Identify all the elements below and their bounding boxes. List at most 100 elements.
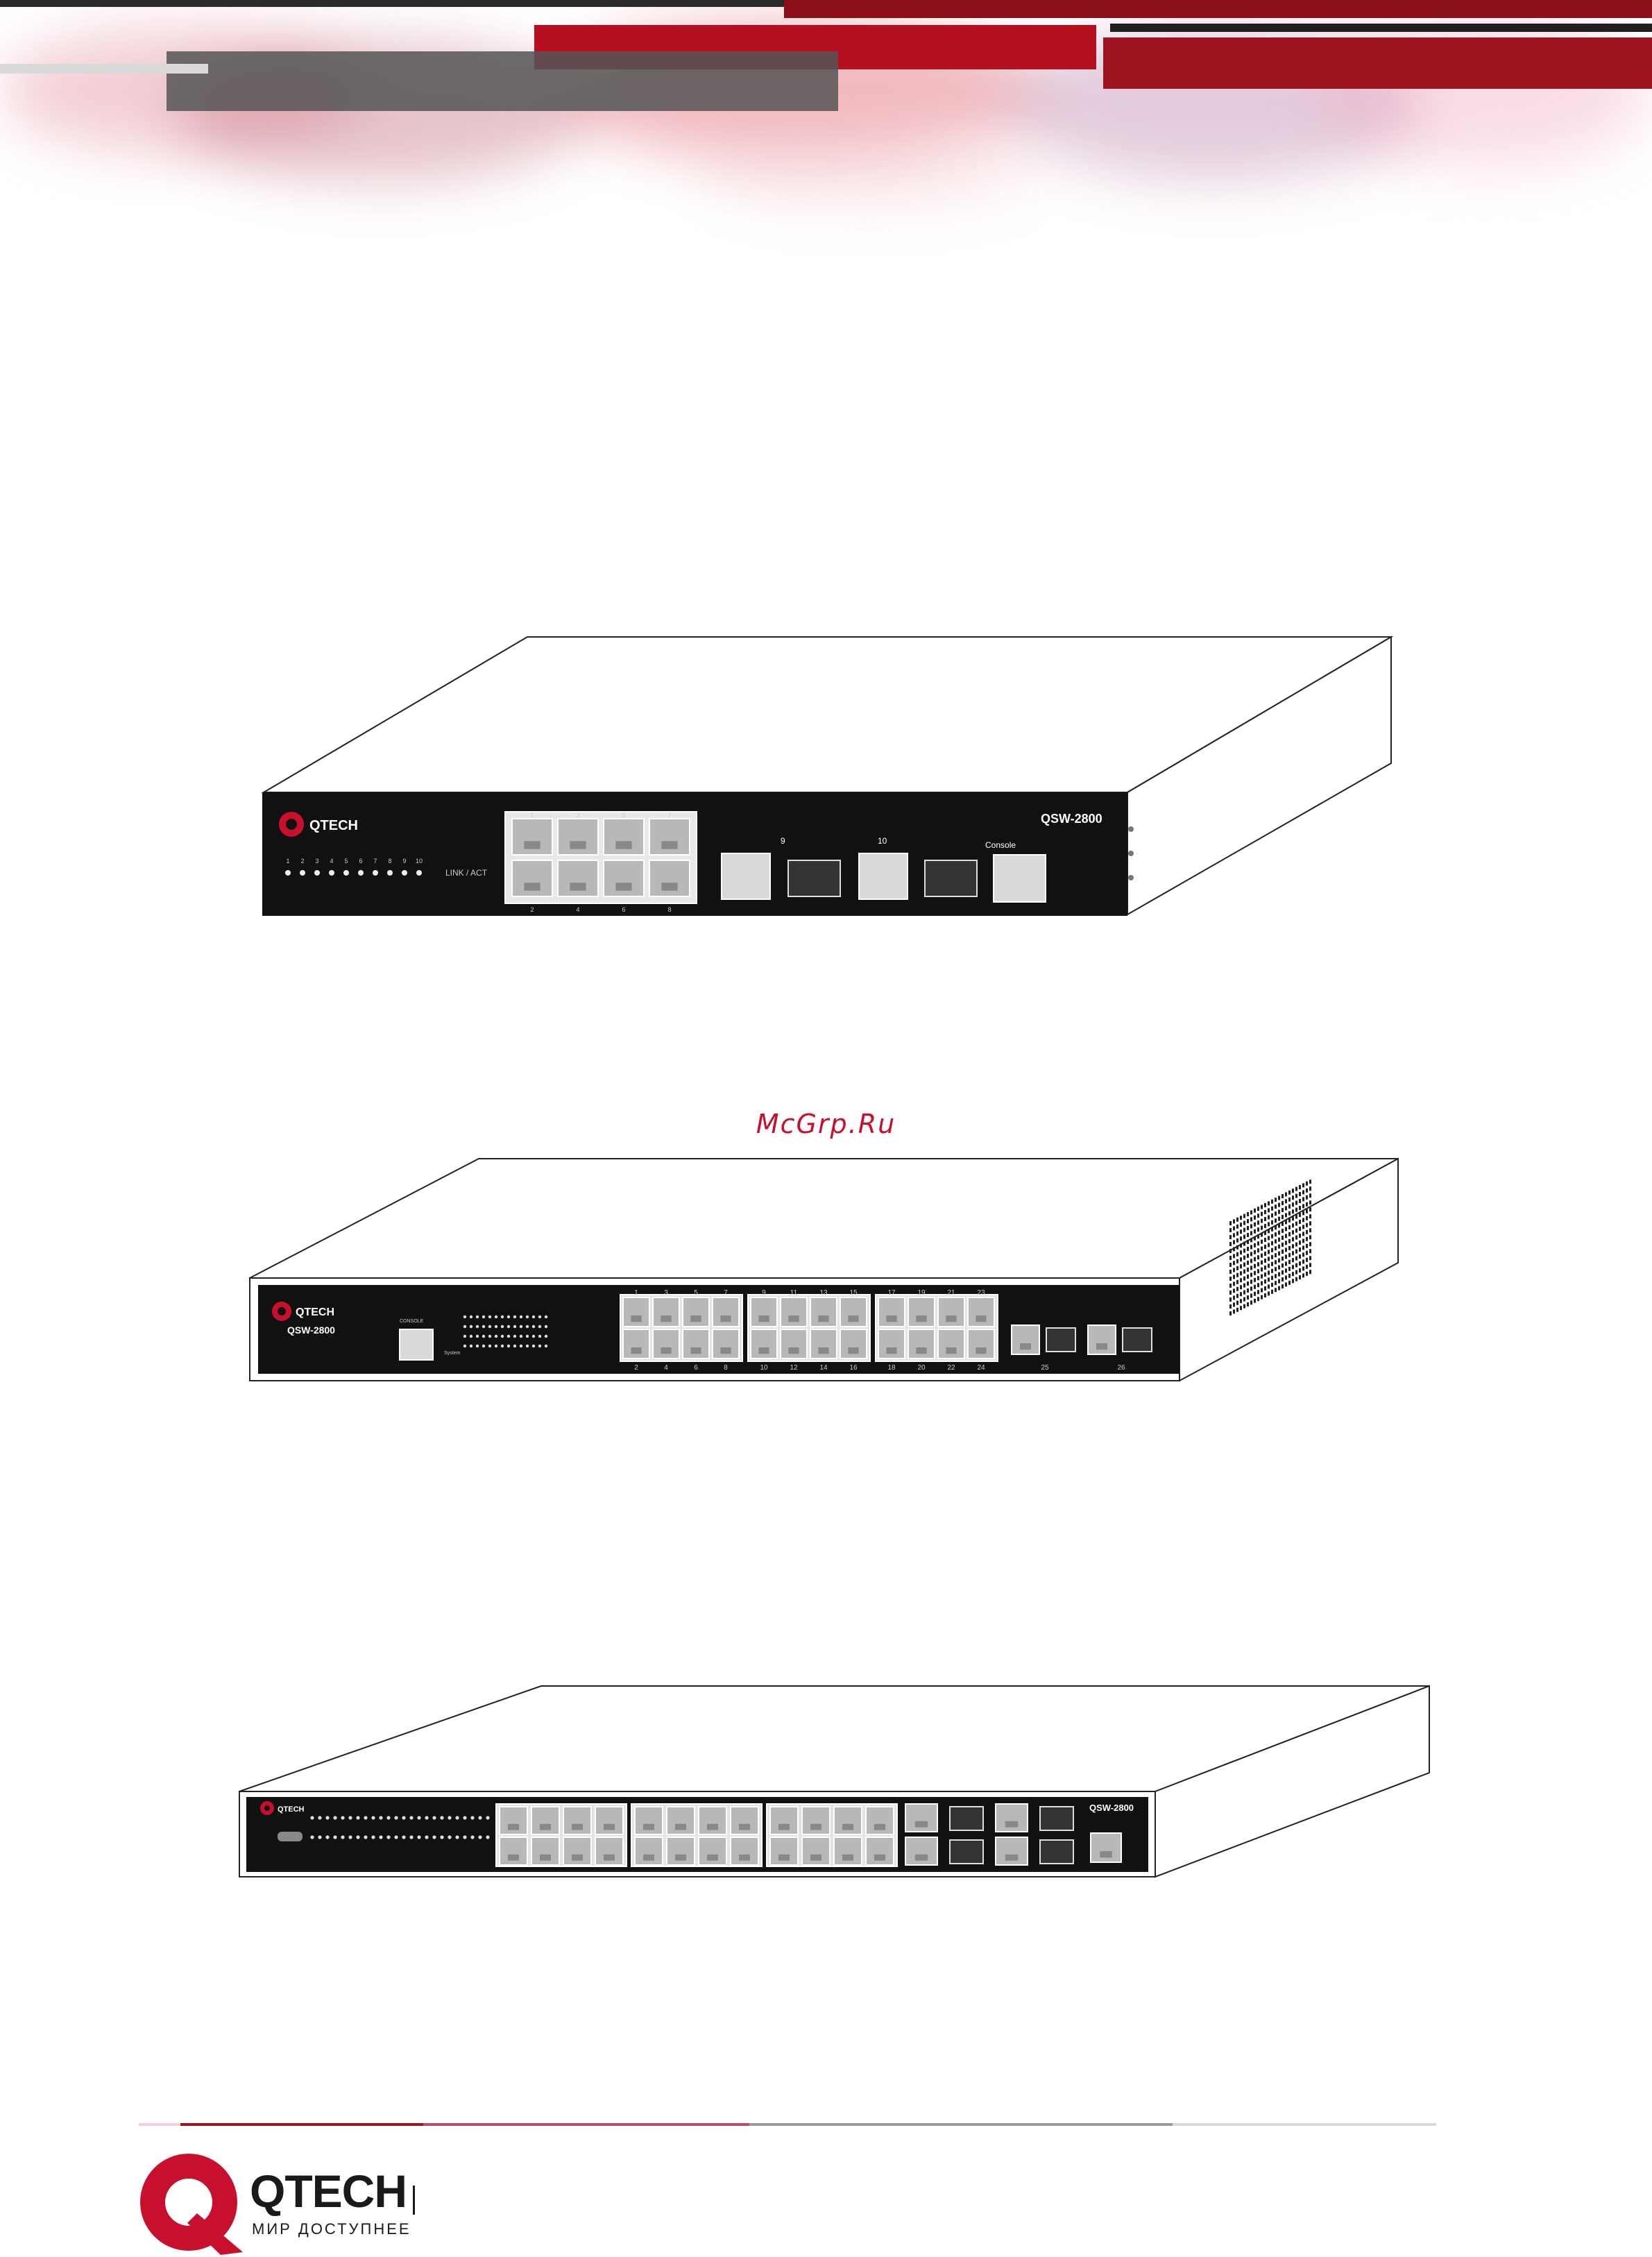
rj45-port[interactable] <box>667 1837 695 1865</box>
rj45-port[interactable] <box>938 1329 964 1359</box>
rj45-port[interactable] <box>558 819 598 855</box>
sfp-port[interactable] <box>950 1807 983 1830</box>
rj45-port[interactable] <box>878 1297 905 1327</box>
qtech-logo-icon <box>139 2151 243 2255</box>
rj45-port[interactable] <box>938 1297 964 1327</box>
port-number: 19 <box>917 1289 926 1297</box>
rj45-port[interactable] <box>878 1329 905 1359</box>
sfp-port[interactable] <box>950 1840 983 1864</box>
sfp-port-10[interactable] <box>925 860 977 896</box>
rj45-port[interactable] <box>770 1837 798 1865</box>
rj45-port[interactable] <box>649 860 690 896</box>
rj45-port-10[interactable] <box>859 853 908 899</box>
rj45-port[interactable] <box>604 860 644 896</box>
status-led <box>455 1835 459 1839</box>
rj45-port[interactable] <box>770 1807 798 1834</box>
rj45-port[interactable] <box>699 1837 726 1865</box>
rj45-port[interactable] <box>802 1807 830 1834</box>
rj45-port[interactable] <box>500 1837 527 1865</box>
port-latch <box>788 1315 799 1322</box>
rj45-port[interactable] <box>595 1807 623 1834</box>
rj45-port[interactable] <box>649 819 690 855</box>
status-led <box>486 1835 489 1839</box>
rj45-port[interactable] <box>751 1297 777 1327</box>
console-port[interactable] <box>1091 1833 1121 1862</box>
port-number: 16 <box>849 1364 858 1372</box>
rj45-port[interactable] <box>623 1297 649 1327</box>
port-latch <box>707 1855 718 1861</box>
rj45-port[interactable] <box>968 1329 994 1359</box>
rj45-port[interactable] <box>968 1297 994 1327</box>
status-led <box>526 1345 529 1347</box>
rj45-port[interactable] <box>840 1297 867 1327</box>
rj45-port[interactable] <box>500 1807 527 1834</box>
port-latch <box>615 883 631 890</box>
port-number: 24 <box>977 1364 985 1372</box>
rj45-port[interactable] <box>810 1329 837 1359</box>
port-latch <box>615 841 631 849</box>
rj45-port[interactable] <box>731 1807 758 1834</box>
rj45-port-9[interactable] <box>722 853 770 899</box>
rj45-port[interactable] <box>996 1804 1028 1832</box>
status-led <box>488 1325 491 1328</box>
rj45-port[interactable] <box>810 1297 837 1327</box>
rj45-port[interactable] <box>751 1329 777 1359</box>
rj45-port[interactable] <box>531 1807 559 1834</box>
rj45-port[interactable] <box>781 1297 807 1327</box>
rj45-port[interactable] <box>512 860 552 896</box>
rj45-port[interactable] <box>683 1329 709 1359</box>
rj45-port[interactable] <box>996 1837 1028 1865</box>
sfp-port[interactable] <box>1046 1328 1075 1352</box>
sfp-port[interactable] <box>1040 1807 1073 1830</box>
rj45-port[interactable] <box>840 1329 867 1359</box>
status-led <box>470 1335 472 1338</box>
rj45-port[interactable] <box>563 1837 591 1865</box>
status-led <box>513 1325 516 1328</box>
rj45-port[interactable] <box>866 1837 894 1865</box>
rj45-port[interactable] <box>1012 1325 1039 1354</box>
status-led <box>356 1835 359 1839</box>
rj45-port[interactable] <box>653 1297 679 1327</box>
status-led <box>325 1835 329 1839</box>
status-led <box>343 870 349 876</box>
rj45-port[interactable] <box>905 1804 937 1832</box>
rj45-port[interactable] <box>713 1297 739 1327</box>
status-led <box>310 1835 314 1839</box>
console-port[interactable] <box>994 855 1046 902</box>
status-led <box>513 1335 516 1338</box>
rj45-port[interactable] <box>604 819 644 855</box>
rj45-port[interactable] <box>667 1807 695 1834</box>
port-number: 1 <box>530 812 534 819</box>
status-led <box>501 1335 504 1338</box>
status-led <box>356 1816 359 1819</box>
rj45-port[interactable] <box>635 1837 663 1865</box>
rj45-port[interactable] <box>781 1329 807 1359</box>
rj45-port[interactable] <box>802 1837 830 1865</box>
rj45-port[interactable] <box>653 1329 679 1359</box>
rj45-port[interactable] <box>731 1837 758 1865</box>
rj45-port[interactable] <box>635 1807 663 1834</box>
console-port[interactable] <box>400 1329 433 1360</box>
sfp-port[interactable] <box>1123 1328 1152 1352</box>
rj45-port[interactable] <box>531 1837 559 1865</box>
rj45-port[interactable] <box>595 1837 623 1865</box>
port-latch <box>675 1824 686 1830</box>
rj45-port[interactable] <box>512 819 552 855</box>
rj45-port[interactable] <box>908 1329 935 1359</box>
rj45-port[interactable] <box>558 860 598 896</box>
rj45-port[interactable] <box>834 1837 862 1865</box>
rj45-port[interactable] <box>905 1837 937 1865</box>
console-port[interactable] <box>278 1832 303 1841</box>
rj45-port[interactable] <box>563 1807 591 1834</box>
status-led <box>476 1325 479 1328</box>
rj45-port[interactable] <box>1088 1325 1116 1354</box>
rj45-port[interactable] <box>908 1297 935 1327</box>
rj45-port[interactable] <box>683 1297 709 1327</box>
sfp-port-9[interactable] <box>788 860 840 896</box>
rj45-port[interactable] <box>713 1329 739 1359</box>
rj45-port[interactable] <box>834 1807 862 1834</box>
rj45-port[interactable] <box>699 1807 726 1834</box>
sfp-port[interactable] <box>1040 1840 1073 1864</box>
rj45-port[interactable] <box>623 1329 649 1359</box>
rj45-port[interactable] <box>866 1807 894 1834</box>
